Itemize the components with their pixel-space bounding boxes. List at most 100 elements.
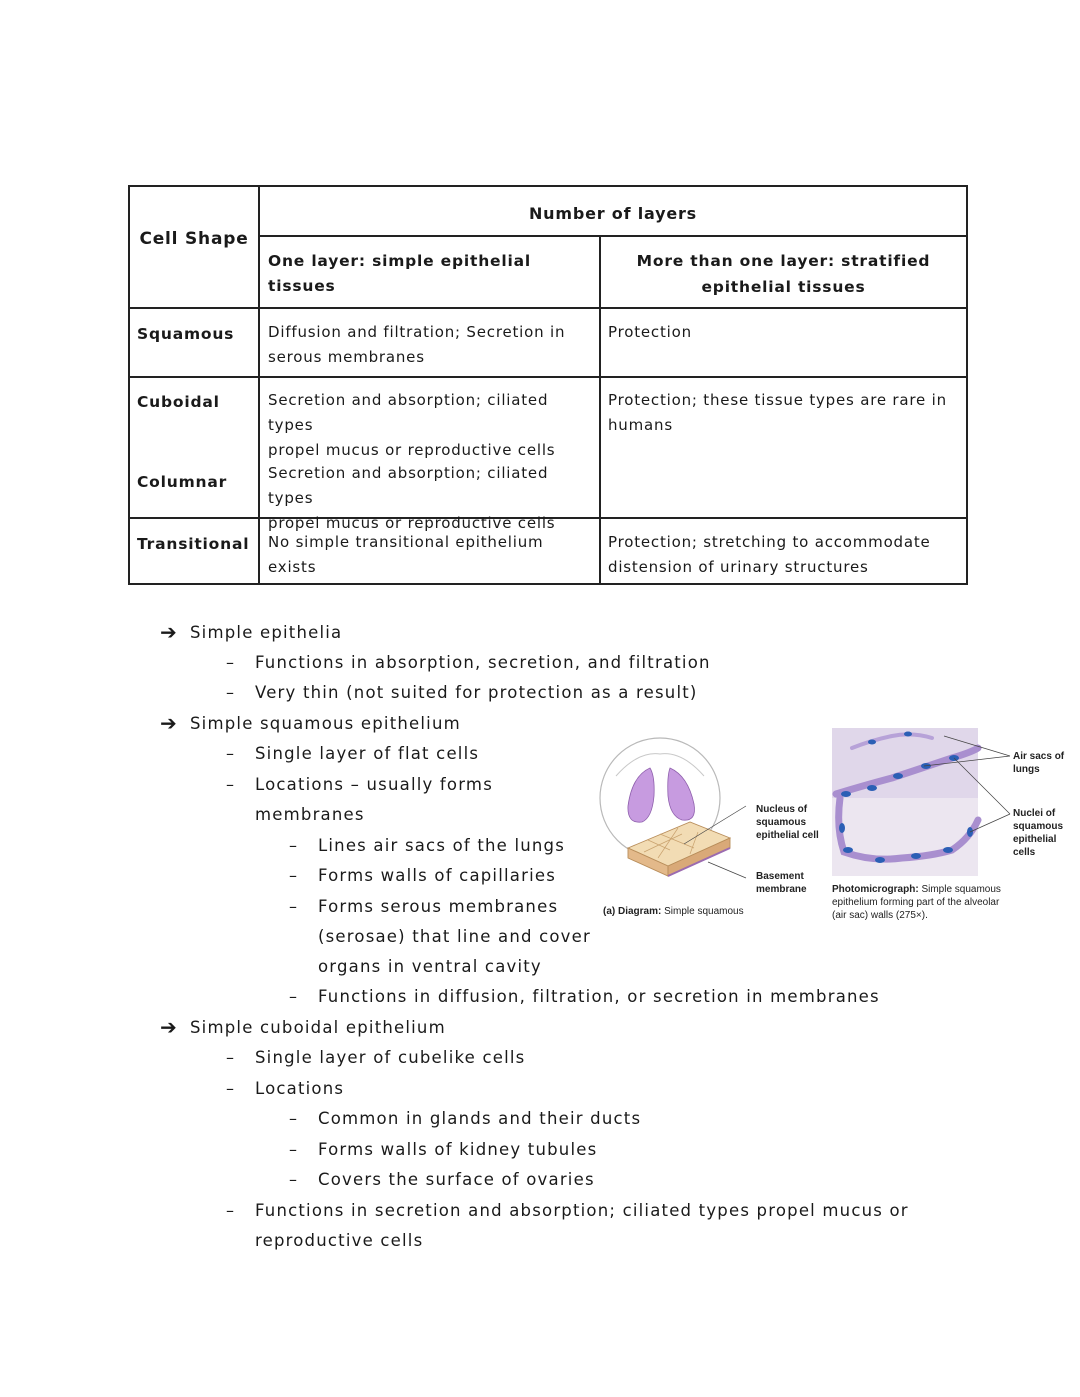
label-nucleus-of-squamous-cell: Nucleus of squamous epithelial cell <box>756 803 819 842</box>
note-subitem-continued: (serosae) that line and cover <box>318 927 591 946</box>
label-air-sacs: Air sacs of lungs <box>1013 750 1064 776</box>
pointer-line <box>683 805 747 845</box>
caption-bold: Photomicrograph: <box>832 884 919 895</box>
nucleus <box>904 731 912 737</box>
row-shape-columnar: Columnar <box>137 473 228 491</box>
basement-membrane-line <box>667 847 731 877</box>
cell-line: Diffusion and filtration; Secretion in <box>268 323 566 341</box>
cell-line: serous membranes <box>268 348 425 366</box>
heading-simple-epithelia: Simple epithelia <box>190 623 343 642</box>
caption-line: Photomicrograph: Simple squamous <box>832 883 1001 896</box>
columnar-simple-cell: Secretion and absorption; ciliated types… <box>268 461 598 536</box>
dash-bullet: – <box>226 1079 234 1098</box>
note-subitem: Forms serous membranes <box>318 897 559 916</box>
nucleus <box>839 823 845 833</box>
dash-bullet: – <box>289 1170 297 1189</box>
simple-squamous-diagram <box>599 737 747 879</box>
nucleus <box>868 739 876 745</box>
dash-bullet: – <box>289 1109 297 1128</box>
torso-shoulders <box>615 753 705 777</box>
transitional-simple-cell: No simple transitional epithelium exists <box>268 530 598 580</box>
note-item: Single layer of cubelike cells <box>255 1048 526 1067</box>
nucleus <box>943 847 953 853</box>
note-subitem: Covers the surface of ovaries <box>318 1170 595 1189</box>
nucleus <box>867 785 877 791</box>
note-item: Very thin (not suited for protection as … <box>255 683 698 702</box>
alveolar-wall <box>835 794 982 863</box>
label-nuclei-of-squamous-cells: Nuclei of squamous epithelial cells <box>1013 807 1063 859</box>
caption-line: (air sac) walls (275×). <box>832 910 928 921</box>
note-subitem: Functions in diffusion, filtration, or s… <box>318 987 880 1006</box>
cuboidal-stratified-cell: Protection; these tissue types are rare … <box>608 388 964 438</box>
label-line: squamous <box>756 817 807 828</box>
table-divider <box>599 236 601 583</box>
note-item: Locations – usually forms <box>255 775 493 794</box>
cell-line: No simple transitional epithelium <box>268 533 544 551</box>
transitional-stratified-cell: Protection; stretching to accommodate di… <box>608 530 964 580</box>
cuboidal-simple-cell: Secretion and absorption; ciliated types… <box>268 388 598 463</box>
cell-shape-header: Cell Shape <box>139 229 249 249</box>
number-of-layers-header: Number of layers <box>528 204 698 223</box>
note-item: Locations <box>255 1079 345 1098</box>
caption-text: Simple squamous <box>661 906 744 917</box>
nuclei-cluster <box>839 731 973 863</box>
dash-bullet: – <box>226 744 234 763</box>
cell-borders <box>643 827 699 859</box>
label-line: squamous <box>1013 821 1064 832</box>
dash-bullet: – <box>289 987 297 1006</box>
table-divider <box>260 235 966 237</box>
table-divider <box>130 517 966 519</box>
note-subitem: Forms walls of capillaries <box>318 866 557 885</box>
note-subitem-continued: organs in ventral cavity <box>318 957 542 976</box>
squamous-stratified-cell: Protection <box>608 323 692 341</box>
nucleus <box>893 773 903 779</box>
table-divider <box>130 376 966 378</box>
note-item: Functions in secretion and absorption; c… <box>255 1201 909 1220</box>
caption-text: Simple squamous <box>918 884 1001 895</box>
pointer-line <box>707 861 747 879</box>
label-line: Nucleus of <box>756 804 808 815</box>
pointer-line <box>923 755 1011 767</box>
label-line: Air sacs of <box>1013 751 1065 762</box>
cell-line: Secretion and absorption; ciliated types <box>268 464 549 507</box>
cell-line: exists <box>268 558 317 576</box>
stratified-header-line1: More than one layer: stratified <box>636 252 931 270</box>
squamous-simple-cell: Diffusion and filtration; Secretion in s… <box>268 320 598 370</box>
dash-bullet: – <box>226 1201 234 1220</box>
dash-bullet: – <box>289 866 297 885</box>
bullet-arrow-icon: ➔ <box>160 1015 177 1039</box>
note-subitem: Lines air sacs of the lungs <box>318 836 566 855</box>
caption-line: epithelium forming part of the alveolar <box>832 897 1000 908</box>
caption-photomicrograph: Photomicrograph: Simple squamous epithel… <box>832 883 1001 922</box>
note-item: Single layer of flat cells <box>255 744 480 763</box>
row-shape-cuboidal: Cuboidal <box>137 393 220 411</box>
dash-bullet: – <box>226 683 234 702</box>
row-shape-transitional: Transitional <box>137 535 250 553</box>
nucleus <box>843 847 853 853</box>
pointer-line <box>953 757 1011 815</box>
left-lung-icon <box>627 767 655 823</box>
row-shape-squamous: Squamous <box>137 325 235 343</box>
cell-line: humans <box>608 416 673 434</box>
dash-bullet: – <box>226 653 234 672</box>
label-line: cells <box>1013 847 1036 858</box>
pointer-line <box>943 735 1011 757</box>
dash-bullet: – <box>226 775 234 794</box>
nucleus <box>841 791 851 797</box>
cell-line: distension of urinary structures <box>608 558 869 576</box>
dash-bullet: – <box>289 897 297 916</box>
note-item-continued: membranes <box>255 805 365 824</box>
alveolar-wall <box>850 732 934 750</box>
dash-bullet: – <box>289 836 297 855</box>
bullet-arrow-icon: ➔ <box>160 620 177 644</box>
cell-line: propel mucus or reproductive cells <box>268 441 556 459</box>
cell-line: Protection; these tissue types are rare … <box>608 391 947 409</box>
heading-simple-cuboidal: Simple cuboidal epithelium <box>190 1018 446 1037</box>
label-line: membrane <box>756 884 807 895</box>
simple-column-header: One layer: simple epithelial tissues <box>268 252 531 295</box>
cell-line: Secretion and absorption; ciliated types <box>268 391 549 434</box>
nucleus <box>911 853 921 859</box>
right-lung-icon <box>667 767 695 821</box>
photomicrograph-image <box>832 728 1011 876</box>
note-subitem: Common in glands and their ducts <box>318 1109 642 1128</box>
